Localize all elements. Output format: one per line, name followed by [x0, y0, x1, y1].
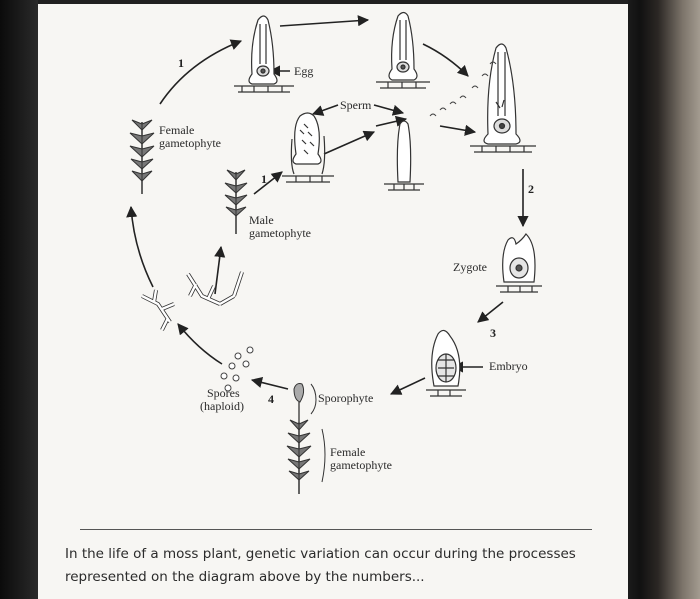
protonema	[141, 271, 244, 331]
sperm-swimming	[429, 61, 497, 117]
step-number-1-top: 1	[178, 56, 184, 70]
arrow-sperm-to-archegonium	[375, 115, 408, 127]
arrow-egg-to-archegonium	[279, 15, 370, 27]
archegonium-egg	[234, 15, 294, 93]
arrow-female-to-egg	[159, 39, 243, 105]
step-number-3: 3	[490, 326, 496, 340]
spores	[220, 346, 254, 392]
label-zygote: Zygote	[453, 260, 487, 274]
arrow-archegonium-to-fertilization	[422, 43, 469, 77]
label-sperm: Sperm	[340, 98, 372, 112]
cycle-arrows	[126, 15, 529, 395]
sporophyte-capsule	[293, 383, 317, 422]
moss-life-cycle-diagram	[126, 11, 542, 494]
divider-line	[80, 529, 592, 530]
label-embryo: Embryo	[489, 359, 528, 373]
device-bezel-left	[0, 0, 38, 599]
label-female-gametophyte-bottom: Female gametophyte	[330, 445, 392, 472]
archegonium-neck-center	[384, 120, 424, 191]
label-spores: Spores	[207, 386, 240, 400]
male-gametophyte-plant	[224, 169, 248, 234]
label-female-gametophyte-top: Female gametophyte	[159, 123, 221, 150]
screen: Egg Sperm Female gametophyte Male gameto…	[38, 4, 628, 599]
question-text: In the life of a moss plant, genetic var…	[65, 546, 576, 585]
arrow-protonema-to-male	[214, 245, 226, 295]
arrow-sperm-label-right	[373, 104, 405, 116]
step-number-2: 2	[528, 182, 534, 196]
label-male-gametophyte: Male gametophyte	[249, 213, 311, 240]
arrow-zygote-to-embryo	[477, 301, 504, 323]
female-gametophyte-plant	[129, 119, 155, 194]
label-sporophyte: Sporophyte	[318, 391, 374, 405]
step-number-1-male: 1	[261, 172, 267, 186]
zygote-archegonium	[496, 233, 542, 293]
arrow-protonema-to-female	[126, 205, 154, 288]
arrow-male-to-antheridium	[253, 171, 283, 195]
arrow-embryo-to-sporophyte	[389, 377, 426, 395]
arrow-sperm-label	[311, 104, 339, 116]
arrow-spores-to-protonema	[177, 323, 223, 365]
arrow-sporophyte-to-spores	[250, 377, 289, 390]
label-haploid: (haploid)	[200, 399, 244, 413]
female-gametophyte-bottom-plant	[286, 419, 326, 494]
label-egg: Egg	[294, 64, 314, 78]
arrow-into-fertilization	[439, 124, 477, 136]
device-bezel-top	[38, 0, 628, 4]
device-bezel-right	[628, 0, 700, 599]
archegonium-with-egg-right	[376, 11, 430, 89]
arrow-antheridium-to-sperm-cluster	[323, 130, 376, 155]
step-number-4: 4	[268, 392, 274, 406]
archegonium-fertilization	[470, 43, 536, 153]
antheridium	[282, 112, 334, 183]
embryo-archegonium	[426, 329, 466, 397]
